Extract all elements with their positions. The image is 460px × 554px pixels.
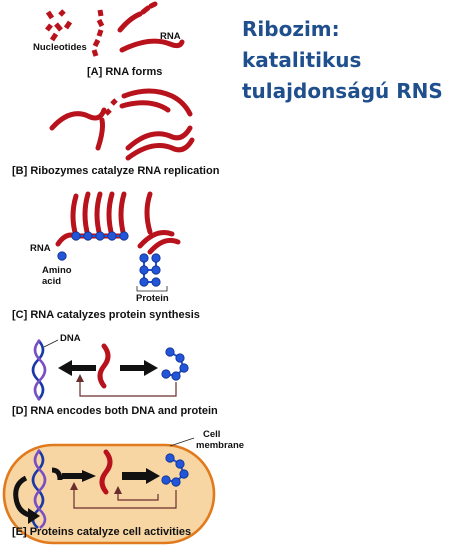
free-amino-acid: [57, 251, 67, 261]
replication-loop-arrow: [13, 467, 63, 519]
panel-b-ribozymes: [B] Ribozymes catalyze RNA replication: [12, 88, 220, 177]
rna-strand-b5: [125, 125, 193, 151]
label-acid: acid: [42, 276, 61, 287]
rna-strand-b1: [49, 107, 107, 131]
panel-d-rna-encodes: DNA [D] RNA encodes both DNA and protein: [12, 333, 218, 417]
trna-5: [118, 191, 127, 239]
amino-acid: [165, 453, 175, 463]
rna-strand-b6: [125, 137, 195, 161]
amino-acid: [171, 371, 181, 381]
amino-acid: [83, 231, 93, 241]
feedback-arrow-d: [79, 380, 177, 397]
caption-e: [E] Proteins catalyze cell activities: [12, 526, 191, 538]
feedback-arrow-e1: [73, 488, 177, 509]
protein-d: [161, 347, 189, 381]
amino-acid: [179, 469, 189, 479]
amino-acid: [175, 353, 185, 363]
rna-c-right-3: [147, 237, 181, 255]
arrow-to-protein: [120, 360, 158, 376]
title-line-2: tulajdonságú RNS: [242, 79, 443, 103]
label-protein: Protein: [136, 293, 169, 304]
amino-acid: [139, 253, 149, 263]
panel-e-cell: Cell membrane [E] Proteins catalyze cell…: [2, 429, 244, 545]
label-nucleotides: Nucleotides: [33, 42, 87, 53]
protein-bracket: [136, 286, 168, 292]
label-membrane: membrane: [196, 440, 244, 451]
amino-acid: [151, 277, 161, 287]
amino-acid: [151, 253, 161, 263]
dna-helix-d: [31, 339, 47, 401]
amino-acid: [165, 347, 175, 357]
label-dna: DNA: [60, 333, 81, 344]
rna-d: [97, 343, 111, 389]
rna-c-right-1: [144, 191, 153, 235]
caption-a: [A] RNA forms: [87, 66, 162, 78]
rna-strand-b3: [121, 88, 193, 117]
amino-acid: [161, 475, 171, 485]
amino-acid: [161, 369, 171, 379]
arrow-to-protein-e: [122, 468, 160, 484]
amino-acid: [151, 265, 161, 275]
rna-e: [99, 449, 113, 495]
panel-a-rna-forms: Nucleotides RNA [A] RNA forms: [33, 1, 185, 78]
amino-acid: [107, 231, 117, 241]
rna-strand-forming: [117, 1, 158, 33]
arrow-to-rna-e: [62, 470, 96, 482]
amino-acid: [71, 231, 81, 241]
trna-2: [82, 191, 91, 239]
trna-1: [70, 193, 79, 239]
amino-acid: [139, 277, 149, 287]
title-line-1: Ribozim: katalitikus: [242, 17, 362, 72]
label-rna-a: RNA: [160, 31, 181, 42]
label-rna-c: RNA: [30, 243, 51, 254]
panel-c-protein-synthesis: RNA Amino acid Protein [C] RNA catalyzes…: [12, 191, 200, 321]
label-cell: Cell: [203, 429, 220, 440]
nucleotides-fragments: [45, 9, 73, 42]
feedback-arrow-e2: [117, 492, 159, 501]
amino-acid: [95, 231, 105, 241]
rna-strand-b2: [95, 117, 105, 151]
nucleotides-chain-short: [91, 9, 105, 57]
caption-b: [B] Ribozymes catalyze RNA replication: [12, 165, 220, 177]
amino-acid-chain-c: [71, 231, 129, 241]
caption-c: [C] RNA catalyzes protein synthesis: [12, 309, 200, 321]
protein-e: [161, 453, 189, 487]
slide-title: Ribozim: katalitikus tulajdonságú RNS: [242, 14, 457, 107]
amino-acid: [171, 477, 181, 487]
trna-3: [94, 191, 103, 239]
rna-c-right-2: [137, 230, 175, 249]
amino-acid: [139, 265, 149, 275]
amino-acid: [175, 459, 185, 469]
label-amino: Amino: [42, 265, 72, 276]
rna-strand-b4: [119, 100, 171, 113]
amino-acid: [119, 231, 129, 241]
caption-d: [D] RNA encodes both DNA and protein: [12, 405, 218, 417]
trna-4: [106, 191, 115, 239]
protein-chain-c: [139, 253, 161, 287]
rna-strand-long: [119, 38, 185, 53]
arrow-to-dna: [58, 360, 96, 376]
amino-acid: [179, 363, 189, 373]
